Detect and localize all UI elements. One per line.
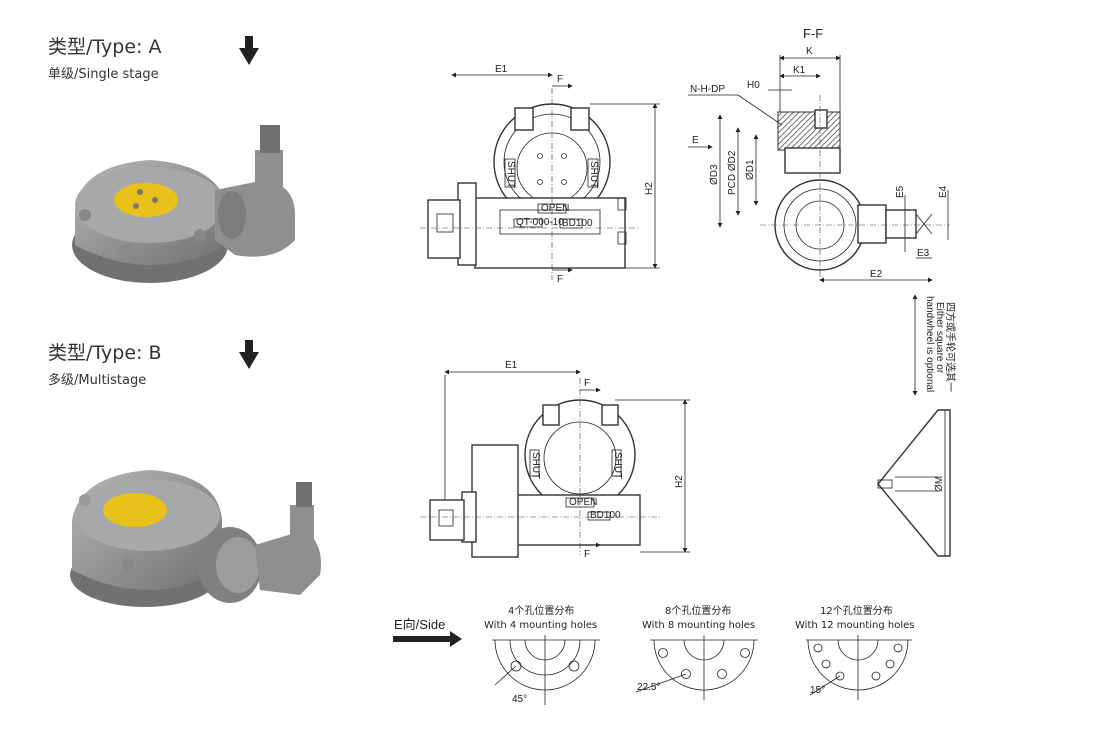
optional-note-en-1: Either square or — [934, 302, 945, 374]
plate-b-model: BD100 — [590, 510, 621, 521]
down-arrow-icon-a — [239, 36, 259, 65]
side-view-label: E向/Side — [394, 617, 445, 632]
dim-h0: H0 — [747, 80, 760, 91]
pattern-12-angle: 15° — [810, 685, 825, 696]
type-a-front-view: SHUT SHUT OPEN QT-000-10 BD100 E1 F F H2 — [420, 64, 660, 285]
dim-m: ØM — [934, 476, 945, 492]
dim-d1: ØD1 — [745, 159, 756, 180]
section-mark-b-f-top: F — [584, 378, 590, 389]
label-n-h-dp: N-H-DP — [690, 84, 725, 95]
plate-shut-right: SHUT — [588, 161, 599, 188]
view-mark-e: E — [692, 135, 699, 146]
dim-pcd-d2: PCD ØD2 — [727, 150, 738, 195]
dim-e3: E3 — [917, 248, 930, 259]
dim-k: K — [806, 46, 813, 57]
dim-d3: ØD3 — [709, 164, 720, 185]
plate-model: BD100 — [562, 218, 593, 229]
dim-e1: E1 — [495, 64, 508, 75]
mounting-pattern-8: 8个孔位置分布 With 8 mounting holes 22.5° — [635, 604, 758, 700]
pattern-8-title-zh: 8个孔位置分布 — [665, 604, 731, 617]
dim-k1: K1 — [793, 65, 806, 76]
plate-b-shut-left: SHUT — [530, 452, 541, 479]
type-b-front-view: SHUT SHUT OPEN BD100 E1 F F H2 — [420, 360, 690, 560]
plate-serial: QT-000-10 — [516, 217, 564, 228]
plate-open: OPEN — [541, 203, 569, 214]
dim-b-h2: H2 — [674, 475, 685, 488]
dim-b-e1: E1 — [505, 360, 518, 371]
section-title: F-F — [803, 26, 823, 41]
dim-e4: E4 — [938, 185, 949, 198]
dim-e5: E5 — [895, 185, 906, 198]
pattern-4-angle: 45° — [512, 694, 527, 705]
pattern-8-angle: 22.5° — [637, 682, 660, 693]
pattern-8-title-en: With 8 mounting holes — [642, 620, 755, 631]
pattern-4-title-en: With 4 mounting holes — [484, 620, 597, 631]
section-mark-f-bottom: F — [557, 274, 563, 285]
optional-note-en-2: handwheel is optional — [924, 296, 935, 392]
pattern-4-title-zh: 4个孔位置分布 — [508, 604, 574, 617]
type-a-product-image — [72, 125, 295, 283]
down-arrow-icon-b — [239, 340, 259, 369]
section-mark-f-top: F — [557, 74, 563, 85]
section-ff-view: F-F K K1 H0 N-H-DP E ØD3 PCD ØD2 ØD1 E5 … — [688, 26, 950, 283]
plate-shut-left: SHUT — [505, 161, 516, 188]
type-b-title: 类型/Type: B — [48, 342, 162, 364]
side-arrow-icon — [393, 631, 462, 647]
optional-note-zh: 四方或手轮可选其一 — [944, 302, 957, 392]
type-b-product-image — [70, 470, 321, 607]
section-mark-b-f-bottom: F — [584, 549, 590, 560]
mounting-pattern-12: 12个孔位置分布 With 12 mounting holes 15° — [795, 604, 914, 700]
type-a-subtitle: 单级/Single stage — [48, 67, 159, 82]
dim-h2: H2 — [644, 182, 655, 195]
type-b-subtitle: 多级/Multistage — [48, 373, 147, 388]
dim-e2: E2 — [870, 269, 883, 280]
mounting-pattern-4: 4个孔位置分布 With 4 mounting holes 45° — [484, 604, 600, 705]
pattern-12-title-zh: 12个孔位置分布 — [820, 604, 893, 617]
handwheel-view: ØM — [877, 409, 951, 557]
type-a-title: 类型/Type: A — [48, 36, 162, 58]
plate-b-shut-right: SHUT — [612, 452, 623, 479]
pattern-12-title-en: With 12 mounting holes — [795, 620, 914, 631]
plate-b-open: OPEN — [569, 497, 597, 508]
